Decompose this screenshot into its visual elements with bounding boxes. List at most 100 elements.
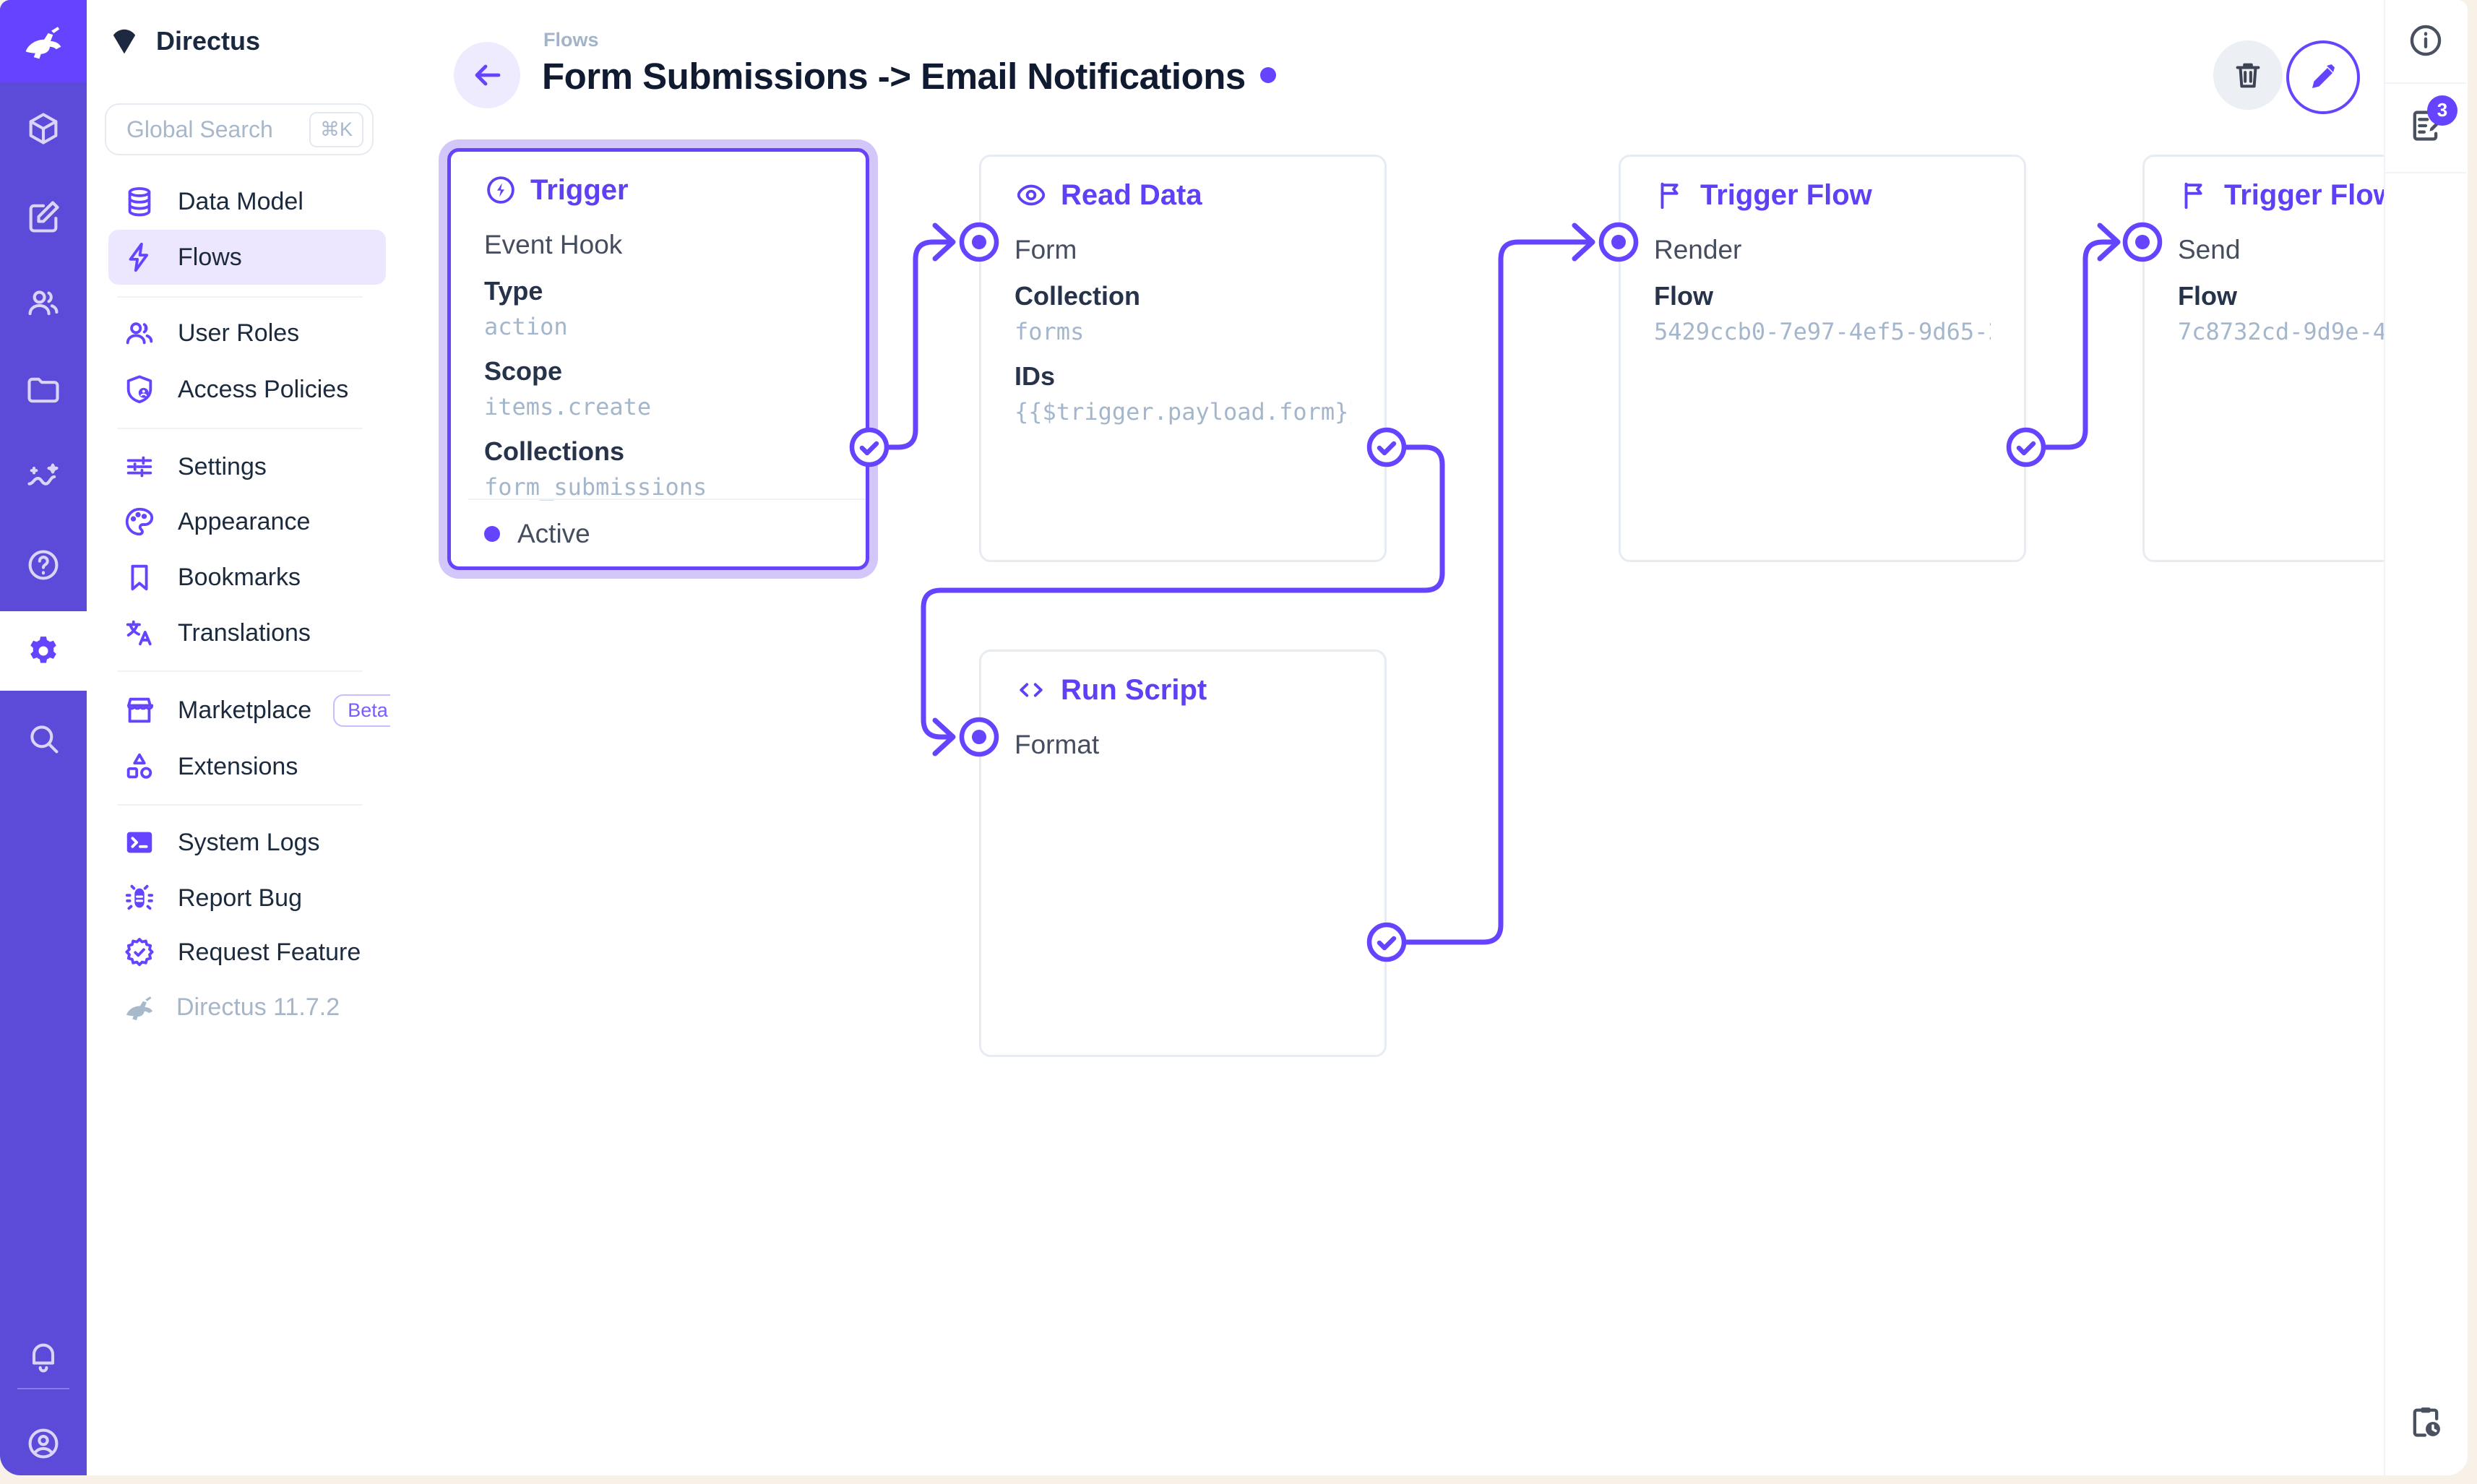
sidebar-item-label: Flows	[178, 243, 242, 271]
directus-logo-button[interactable]	[0, 0, 87, 82]
module-bar-divider	[17, 1388, 69, 1389]
database-icon	[128, 187, 151, 217]
field-value: forms	[1015, 318, 1085, 345]
flow-node-trigger[interactable]: Trigger Event Hook Type action Scope ite…	[447, 148, 869, 570]
page-title: Form Submissions -> Email Notifications	[542, 55, 1276, 98]
connector-input-read-data[interactable]	[956, 219, 1002, 265]
back-button[interactable]	[454, 42, 520, 108]
flow-node-trigger-flow-render[interactable]: Trigger Flow Render Flow 5429ccb0-7e97-4…	[1619, 155, 2026, 562]
editor-pencil-icon	[29, 201, 59, 233]
palette-icon	[125, 507, 154, 536]
module-files[interactable]	[0, 350, 87, 430]
connector-output-trigger-flow-render[interactable]	[2003, 424, 2049, 470]
sliders-icon	[126, 456, 152, 478]
node-header: Trigger Flow	[1654, 178, 1991, 212]
sidebar-item-extensions[interactable]: Extensions	[108, 739, 386, 794]
module-settings[interactable]	[0, 611, 87, 691]
insights-icon	[27, 463, 59, 486]
search-input[interactable]	[125, 115, 302, 144]
connector-input-trigger-flow-render[interactable]	[1595, 219, 1642, 265]
field-label: Scope	[484, 356, 563, 386]
info-icon	[2410, 25, 2442, 56]
breadcrumb[interactable]: Flows	[543, 29, 599, 51]
sidebar-item-access-policies[interactable]: Access Policies	[108, 362, 386, 417]
revisions-button[interactable]	[2385, 1387, 2466, 1457]
node-title: Trigger	[530, 173, 629, 206]
connector-input-run-script[interactable]	[956, 714, 1002, 760]
edit-flow-button[interactable]	[2286, 40, 2360, 114]
delete-flow-button[interactable]	[2213, 40, 2283, 110]
connector-output-run-script[interactable]	[1364, 919, 1410, 965]
pencil-icon	[2312, 64, 2335, 88]
bolt-icon	[129, 242, 149, 272]
sidebar-item-system-logs[interactable]: System Logs	[108, 815, 386, 870]
sidebar-item-label: Report Bug	[178, 884, 302, 912]
project-name: Directus	[156, 26, 261, 56]
flow-edges	[866, 223, 2121, 945]
node-title: Trigger Flow	[1700, 178, 1872, 211]
module-content[interactable]	[0, 89, 87, 168]
module-users[interactable]	[0, 263, 87, 342]
sidebar-item-flows[interactable]: Flows	[108, 230, 386, 285]
sidebar-item-label: Appearance	[178, 507, 311, 535]
info-button[interactable]	[2385, 6, 2466, 75]
translate-icon	[126, 620, 152, 646]
sidebar-item-label: Bookmarks	[178, 563, 301, 591]
sidebar-item-appearance[interactable]: Appearance	[108, 494, 386, 549]
sidebar-item-settings[interactable]: Settings	[108, 439, 386, 494]
sidebar-item-user-roles[interactable]: User Roles	[108, 306, 386, 361]
field-label: Collection	[1015, 281, 1141, 311]
field-value: 5429ccb0-7e97-4ef5-9d65-2b…	[1654, 318, 1991, 345]
flow-node-run-script[interactable]: Run Script Format	[979, 650, 1387, 1057]
sidebar-item-data-model[interactable]: Data Model	[108, 174, 386, 229]
module-search[interactable]	[0, 699, 87, 778]
account-button[interactable]	[0, 1404, 87, 1475]
module-editor[interactable]	[0, 177, 87, 256]
search-shortcut: ⌘K	[309, 111, 363, 147]
account-circle-icon	[28, 1428, 59, 1459]
connector-output-read-data[interactable]	[1364, 424, 1410, 470]
content-box-icon	[29, 113, 58, 144]
flow-node-read-data[interactable]: Read Data Form Collection forms IDs {{$t…	[979, 155, 1387, 562]
sidebar-item-translations[interactable]: Translations	[108, 605, 386, 660]
module-insights[interactable]	[0, 438, 87, 517]
right-sidebar: 3	[2384, 0, 2468, 1475]
node-title: Run Script	[1061, 673, 1207, 706]
connector-input-trigger-flow-send[interactable]	[2119, 219, 2166, 265]
arrow-left-icon	[475, 64, 501, 86]
seal-check-icon	[125, 938, 154, 967]
project-header[interactable]: Directus	[87, 0, 390, 82]
sidebar-item-request-feature[interactable]: Request Feature	[108, 925, 386, 980]
field-label: IDs	[1015, 361, 1056, 391]
directus-rabbit-icon	[25, 27, 61, 59]
directus-rabbit-icon	[126, 996, 153, 1021]
sidebar-item-label: Settings	[178, 452, 267, 480]
field-label: Flow	[1654, 281, 1713, 311]
bug-icon	[125, 884, 154, 910]
field-label: Type	[484, 276, 543, 306]
activity-log-button[interactable]: 3	[2385, 92, 2466, 162]
global-search[interactable]: ⌘K	[105, 103, 374, 155]
version-info: Directus 11.7.2	[123, 980, 383, 1035]
field-label: Flow	[2178, 281, 2237, 311]
sidebar-item-marketplace[interactable]: Marketplace Beta	[108, 683, 402, 738]
sidebar-divider	[2385, 82, 2466, 84]
node-subtitle: Event Hook	[484, 230, 623, 259]
node-title: Read Data	[1061, 178, 1202, 211]
status-label: Active	[517, 519, 590, 548]
module-help[interactable]	[0, 525, 87, 605]
notifications-button[interactable]	[0, 1318, 87, 1397]
terminal-icon	[126, 832, 152, 853]
sidebar-item-bookmarks[interactable]: Bookmarks	[108, 550, 386, 605]
sidebar-item-report-bug[interactable]: Report Bug	[108, 871, 386, 926]
bookmark-icon	[131, 564, 148, 591]
field-value: form_submissions	[484, 473, 707, 501]
flow-canvas[interactable]: Flows Form Submissions -> Email Notifica…	[390, 0, 2468, 1475]
connector-output-trigger[interactable]	[846, 424, 892, 470]
sidebar-item-label: Extensions	[178, 752, 298, 780]
node-status: Active	[484, 519, 590, 549]
notifications-bell-icon	[32, 1343, 55, 1373]
unsaved-dot	[1259, 66, 1276, 83]
code-icon	[1020, 683, 1043, 697]
storefront-icon	[127, 697, 154, 723]
